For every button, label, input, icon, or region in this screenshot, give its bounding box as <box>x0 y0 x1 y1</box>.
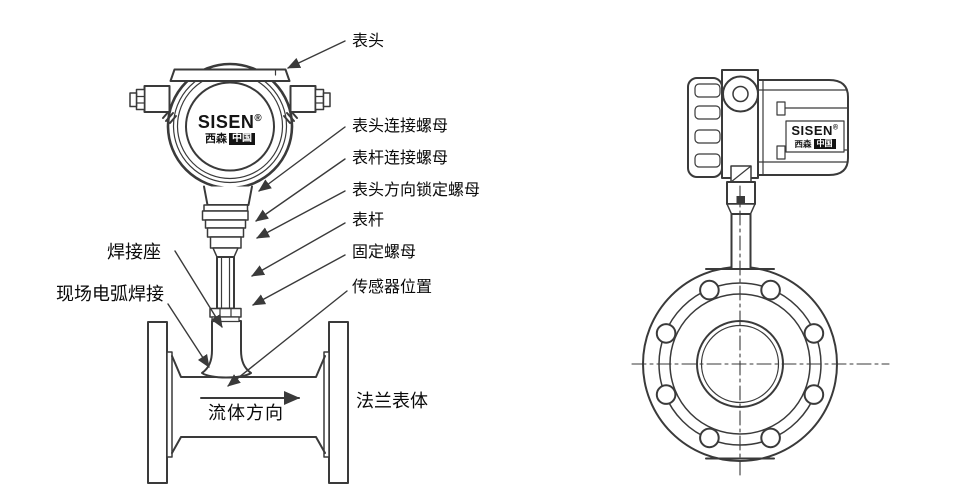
label-flow-direction: 流体方向 <box>208 403 284 423</box>
leader-weld-seat <box>174 250 223 328</box>
bolt-holes <box>655 279 825 449</box>
head-connect-nut-part <box>203 204 249 212</box>
brand-name: SISEN® <box>197 112 263 132</box>
right-flange-plate <box>328 321 349 484</box>
leader-field-arc-welding <box>167 303 210 368</box>
leader-sensor-position <box>227 290 348 387</box>
leader-fixing-nut <box>252 254 346 306</box>
bolt-hole <box>803 323 825 344</box>
label-sensor-position: 传感器位置 <box>352 279 433 296</box>
label-weld-seat: 焊接座 <box>107 242 161 262</box>
lock-nut-part-2 <box>206 227 245 238</box>
brand-cn-boxed: 中国 <box>229 133 255 145</box>
label-head-direction-lock-nut: 表头方向锁定螺母 <box>352 182 481 199</box>
flange-pipe-body <box>147 321 349 484</box>
label-head: 表头 <box>352 33 385 50</box>
transmitter-head-side-view <box>687 69 849 270</box>
ribbed-cap <box>687 77 723 178</box>
brand-cn-text: 西森 <box>794 138 812 149</box>
label-rod: 表杆 <box>352 212 385 229</box>
housing-clip-bottom <box>776 145 786 160</box>
leader-arrows <box>167 40 348 387</box>
stem <box>730 213 752 270</box>
left-view-drawing <box>129 62 349 484</box>
neck-taper <box>726 203 756 215</box>
right-conduit-boss <box>289 85 331 113</box>
head-neck <box>203 185 253 206</box>
leader-head-connect-nut <box>258 126 346 192</box>
lock-nut-part <box>204 219 247 229</box>
label-head-connect-nut: 表头连接螺母 <box>352 118 449 135</box>
bolt-hole <box>699 427 720 449</box>
leader-lock-nut <box>256 190 346 239</box>
brand-cn-boxed: 中国 <box>813 139 836 149</box>
leader-rod-connect-nut <box>255 158 346 222</box>
left-flange-face <box>166 351 173 458</box>
head-top-bar <box>169 68 291 82</box>
label-flange-body: 法兰表体 <box>356 391 428 411</box>
left-conduit-boss <box>129 85 171 113</box>
head-dial <box>185 81 275 172</box>
nut-stack-collar <box>209 236 242 249</box>
brand-logo-plate: SISEN® 西森 中国 <box>786 124 844 149</box>
right-view-drawing <box>631 69 890 480</box>
welding-seat <box>201 320 252 379</box>
leader-rod <box>251 222 346 277</box>
brand-chinese-row: 西森 中国 <box>786 139 844 149</box>
conduit-block <box>721 69 759 179</box>
housing-clip-top <box>776 101 786 116</box>
label-fixing-nut: 固定螺母 <box>352 244 417 261</box>
bolt-hole <box>760 427 781 449</box>
stem-assembly <box>201 185 253 323</box>
conduit-entry-circle <box>722 75 759 113</box>
transmitter-head <box>129 62 331 190</box>
bolt-hole <box>655 384 677 405</box>
rod-tube <box>216 256 235 310</box>
brand-logo-dial: SISEN® 西森 中国 <box>194 113 266 145</box>
label-field-arc-welding: 现场电弧焊接 <box>56 284 164 304</box>
left-flange-plate <box>147 321 168 484</box>
bolt-hole <box>760 279 781 301</box>
pipe-top-outline <box>171 355 326 378</box>
rod-taper <box>212 247 239 258</box>
rod-connect-nut-part <box>201 210 249 221</box>
bolt-hole <box>655 323 677 344</box>
brand-name: SISEN® <box>791 123 839 138</box>
brand-chinese-row: 西森 中国 <box>194 133 266 145</box>
right-flange-face <box>323 351 330 458</box>
neck-set-screw <box>736 196 745 205</box>
bolt-hole <box>803 384 825 405</box>
label-rod-connect-nut: 表杆连接螺母 <box>352 150 449 167</box>
pipe-bottom-outline <box>171 436 326 454</box>
bolt-hole <box>699 279 720 301</box>
brand-cn-text: 西森 <box>205 132 227 145</box>
leader-head <box>287 40 346 69</box>
